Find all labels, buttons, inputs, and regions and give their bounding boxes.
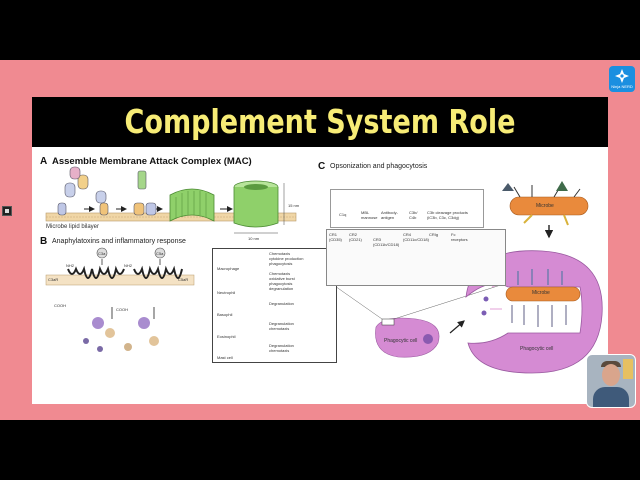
receptor-label: CRIg: [429, 232, 439, 237]
panel-b-letter: B: [40, 236, 48, 247]
cell-effect: Chemotaxis cytokine production phagocyto…: [269, 251, 304, 266]
microbe-top-label: Microbe: [536, 203, 554, 209]
anaphylatoxin-receptors: [45, 247, 195, 352]
nh2-right-label: NH2: [124, 263, 133, 268]
microbe-inner-label: Microbe: [532, 290, 550, 296]
microbe-top: [502, 181, 589, 239]
receptor-box: CR1 (CD35) CR2 (CD21) CR3 (CD11b/CD18) C…: [326, 229, 506, 286]
cooh-right-label: COOH: [116, 307, 128, 312]
cell-effect: Degranulation: [269, 301, 294, 306]
opsonin-label: C3b/ C4b: [409, 210, 418, 220]
logo-text: Ninja NERD: [611, 84, 633, 89]
presenter-body: [593, 387, 629, 407]
cell-name: Mast cell: [217, 355, 233, 360]
ninja-nerd-logo-icon: Ninja NERD: [609, 66, 635, 92]
cell-name: Neutrophil: [217, 290, 236, 295]
panel-c-letter: C: [318, 161, 326, 172]
opsonin-label: C3b cleavage products (iC3b, C3c, C3dg): [427, 210, 468, 220]
presenter-face: [602, 364, 620, 386]
phagocytic-cell-small: [331, 283, 505, 358]
receptor-label: CR3 (CD11b/CD18): [373, 237, 400, 247]
nh2-left-label: NH2: [66, 263, 75, 268]
ninja-star-icon: [615, 69, 629, 83]
title-bar: Complement System Role: [32, 97, 608, 147]
phagocytic-cell-small-label: Phagocytic cell: [384, 338, 418, 344]
c3ar-label: C3aR: [48, 277, 59, 282]
mac-assembly: [57, 166, 285, 234]
cell-name: Macrophage: [217, 266, 240, 271]
slide-title: Complement System Role: [124, 102, 516, 141]
bilayer-label: Microbe lipid bilayer: [46, 224, 100, 230]
webcam-shelf: [623, 359, 633, 379]
opsonin-label: MBL mannose: [361, 210, 378, 220]
panel-a-letter: A: [40, 156, 48, 167]
c5a-label: C5a: [156, 251, 164, 256]
phagocytic-cell-large-label: Phagocytic cell: [520, 346, 554, 352]
receptor-label: CR4 (CD11c/CD18): [403, 232, 429, 242]
mac-height-label: 15 nm: [288, 203, 300, 208]
mac-width-label: 10 nm: [248, 236, 260, 241]
cell-effect: Chemotaxis oxidative burst phagocytosis …: [269, 271, 295, 291]
presenter-webcam: [586, 354, 636, 408]
c5ar-label: C5aR: [178, 277, 189, 282]
opsonin-label: C1q: [339, 212, 347, 217]
letterbox-bottom: [0, 420, 640, 480]
panel-a-heading: Assemble Membrane Attack Complex (MAC): [52, 156, 252, 167]
receptor-label: CR1 (CD35): [329, 232, 342, 242]
figure: A Assemble Membrane Attack Complex (MAC): [32, 147, 608, 404]
panel-c-heading: Opsonization and phagocytosis: [330, 163, 428, 170]
cell-effect: Degranulation chemotaxis: [269, 343, 294, 353]
receptor-label: Fc receptors: [451, 232, 468, 242]
cell-name: Basophil: [217, 312, 233, 317]
side-marker-icon[interactable]: [2, 206, 12, 216]
cell-effect: Degranulation chemotaxis: [269, 321, 294, 331]
cell-effects-box: Macrophage Chemotaxis cytokine productio…: [212, 248, 337, 363]
receptor-label: CR2 (CD21): [349, 232, 362, 242]
cooh-left-label: COOH: [54, 303, 66, 308]
panel-b-heading: Anaphylatoxins and inflammatory response: [52, 238, 186, 245]
opsonin-label: Antibody- antigen: [381, 210, 398, 220]
slide: Complement System Role A Assemble Membra…: [32, 97, 608, 404]
cell-name: Eosinophil: [217, 334, 236, 339]
c3a-label: C3a: [98, 251, 106, 256]
letterbox-top: [0, 0, 640, 60]
opsonin-box: C1q MBL mannose Antibody- antigen C3b/ C…: [330, 189, 484, 228]
